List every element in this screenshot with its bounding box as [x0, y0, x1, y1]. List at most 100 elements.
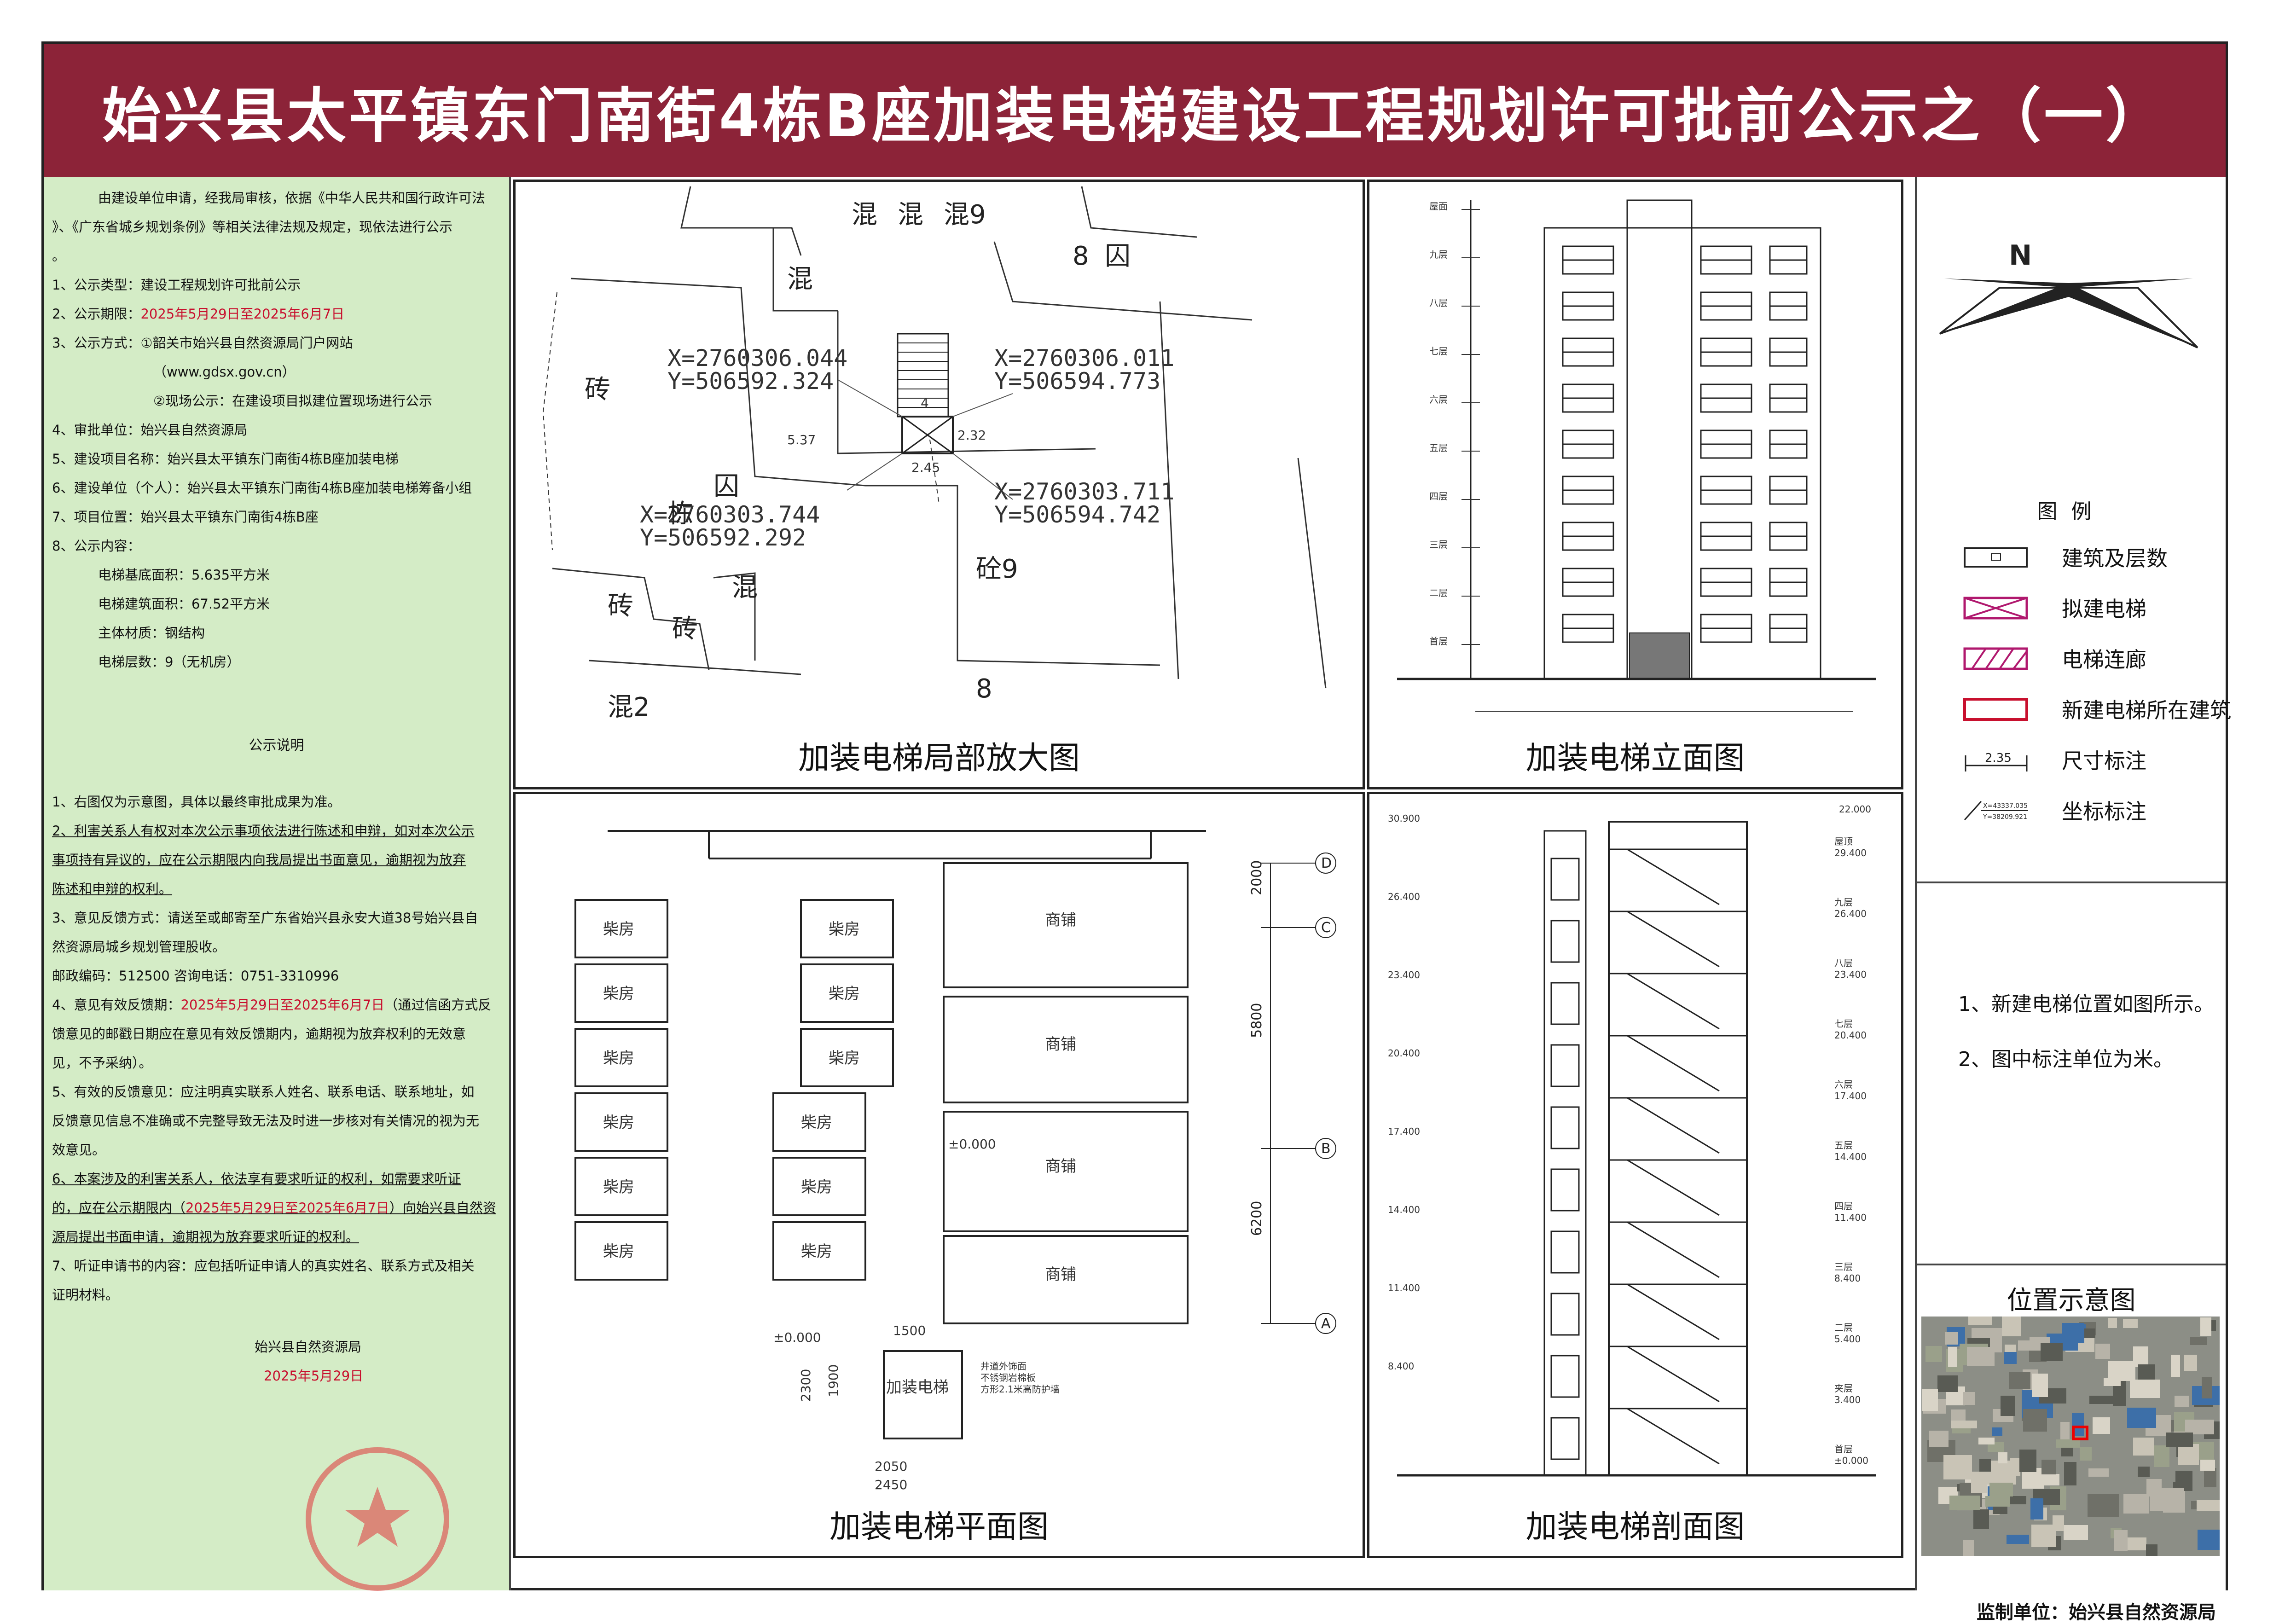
- dim-1900: 1900: [826, 1364, 841, 1397]
- item-3-b: ②现场公示：在建设项目拟建位置现场进行公示: [153, 393, 432, 409]
- note-6a: 6、本案涉及的利害关系人，依法享有要求听证的权利，如需要求听证: [52, 1171, 461, 1187]
- storage-room: [800, 1028, 894, 1087]
- aerial-roof: [1949, 1496, 1980, 1510]
- axis-dimension: 2000: [1249, 860, 1265, 895]
- aerial-roof: [2089, 1396, 2113, 1404]
- aerial-roof: [1985, 1496, 2010, 1507]
- label-hun-9: 混9: [944, 200, 986, 230]
- note-6b-pre: 的，应在公示期限内（: [52, 1200, 186, 1216]
- axis-label: C: [1321, 920, 1331, 936]
- stair-flight: [1627, 1097, 1720, 1154]
- note-3a: 3、意见反馈方式：请送至或邮寄至广东省始兴县永安大道38号始兴县自: [52, 910, 478, 926]
- aerial-roof: [1925, 1346, 1942, 1362]
- coord-4-x: X=2760303.744: [640, 501, 820, 528]
- site-detail-panel: X=2760306.044 Y=506592.324 X=2760306.011…: [513, 180, 1365, 789]
- section-level-value: 14.400: [1834, 1151, 1867, 1162]
- page-title: 始兴县太平镇东门南街4栋B座加装电梯建设工程规划许可批前公示之（一）: [102, 81, 2168, 151]
- item-2: 2、公示期限：2025年5月29日至2025年6月7日: [52, 300, 501, 329]
- storage-room-label: 柴房: [829, 985, 860, 1003]
- right-note-2: 2、图中标注单位为米。: [1958, 1048, 2174, 1071]
- storage-room: [574, 1221, 668, 1281]
- coord-1-y: Y=506592.324: [667, 368, 834, 394]
- axis-dimension: 6200: [1249, 1201, 1265, 1236]
- dim-height: 2.32: [957, 428, 986, 443]
- aerial-roof: [2030, 1498, 2043, 1520]
- aerial-roof: [1988, 1442, 2004, 1452]
- location-marker: [2072, 1426, 2088, 1440]
- intro-line-3: 。: [52, 248, 66, 264]
- section-level-name: 屋顶: [1834, 836, 1853, 847]
- signature-org: 始兴县自然资源局: [255, 1339, 362, 1355]
- legend-dim-sample: 2.35: [1985, 751, 2012, 765]
- legend-dimension: 2.35 尺寸标注: [1963, 743, 2146, 776]
- zero-level-elev: ±0.000: [773, 1330, 821, 1345]
- section-top-level: 22.000: [1839, 804, 1871, 815]
- aerial-roof: [2171, 1355, 2180, 1377]
- aerial-roof: [2031, 1525, 2056, 1547]
- legend-label-dimension: 尺寸标注: [2062, 748, 2146, 773]
- stair-flight: [1627, 1035, 1720, 1092]
- aerial-roof: [2095, 1344, 2110, 1359]
- note-4a: 4、意见有效反馈期：2025年5月29日至2025年6月7日（通过信函方式反: [52, 991, 501, 1020]
- shop-label: 商铺: [1045, 1035, 1076, 1054]
- elevator-car-stop: [1550, 1168, 1580, 1212]
- aerial-roof: [2197, 1500, 2220, 1511]
- note-5c: 效意见。: [52, 1142, 106, 1158]
- outer-frame: [41, 41, 2228, 1590]
- aerial-roof: [2130, 1380, 2160, 1398]
- note-3b: 然资源局城乡规划管理股收。: [52, 939, 226, 955]
- aerial-roof: [2123, 1319, 2138, 1328]
- stair-flight: [1627, 848, 1720, 905]
- note-5a: 5、有效的反馈意见：应注明真实联系人姓名、联系电话、联系地址，如: [52, 1084, 475, 1100]
- aerial-roof: [2002, 1317, 2021, 1336]
- floor-plan-panel: 柴房柴房柴房柴房柴房柴房柴房柴房柴房柴房柴房柴房 商铺商铺商铺商铺 加装电梯 D…: [513, 792, 1365, 1558]
- item-8-b: 电梯建筑面积：67.52平方米: [98, 596, 270, 612]
- aerial-roof: [1971, 1472, 1987, 1493]
- label-hun-2b: 混2: [608, 692, 650, 722]
- item-8-d: 电梯层数：9（无机房）: [98, 654, 240, 670]
- aerial-roof: [2108, 1361, 2135, 1381]
- item-8-a: 电梯基底面积：5.635平方米: [98, 567, 270, 583]
- dim-side: 5.37: [787, 432, 816, 447]
- aerial-roof: [1998, 1452, 2007, 1463]
- storage-room-label: 柴房: [603, 1178, 634, 1196]
- right-note-1: 1、新建电梯位置如图所示。: [1958, 992, 2214, 1016]
- section-left-level: 8.400: [1388, 1361, 1414, 1372]
- item-6: 6、建设单位（个人）：始兴县太平镇东门南街4栋B座加装电梯筹备小组: [52, 480, 472, 496]
- aerial-roof: [2088, 1468, 2109, 1477]
- notes-title: 公示说明: [249, 737, 304, 754]
- aerial-roof: [1943, 1455, 1972, 1479]
- section-level-value: 5.400: [1834, 1334, 1861, 1345]
- note-5b: 反馈意见信息不准确或不完整导致无法及时进一步核对有关情况的视为无: [52, 1113, 480, 1129]
- legend-new-building: 新建电梯所在建筑: [1963, 693, 2231, 725]
- elevator-car-stop: [1550, 1417, 1580, 1460]
- storage-room: [574, 1092, 668, 1152]
- storage-room-label: 柴房: [603, 1049, 634, 1067]
- aerial-roof: [2175, 1471, 2192, 1491]
- elevation-panel: 屋面九层八层七层六层五层四层三层二层首层 加装电梯立面图: [1367, 180, 1903, 789]
- aerial-roof: [1992, 1427, 2002, 1436]
- aerial-roof: [2138, 1467, 2150, 1477]
- footer-issuer: 监制单位：始兴县自然资源局: [1977, 1602, 2216, 1623]
- aerial-roof: [2184, 1355, 2197, 1371]
- section-left-level: 20.400: [1388, 1048, 1420, 1059]
- aerial-roof: [2062, 1323, 2084, 1343]
- legend-label-new-building: 新建电梯所在建筑: [2062, 698, 2231, 723]
- storage-room-label: 柴房: [829, 1049, 860, 1067]
- section-level-name: 二层: [1834, 1322, 1853, 1333]
- aerial-roof: [1978, 1438, 1995, 1444]
- axis-dimension: 5800: [1249, 1003, 1265, 1038]
- legend-label-building: 建筑及层数: [2062, 546, 2168, 571]
- north-arrow-icon: N: [1939, 239, 2198, 348]
- aerial-roof: [2166, 1433, 2193, 1447]
- section-level-name: 五层: [1834, 1140, 1853, 1151]
- coord-3-x: X=2760303.711: [994, 478, 1174, 505]
- aerial-roof: [2202, 1377, 2212, 1398]
- elevator-car-stop: [1550, 920, 1580, 963]
- shop-label: 商铺: [1045, 1265, 1076, 1284]
- elevation-floor-label: 四层: [1429, 491, 1448, 502]
- stair-flight: [1627, 1346, 1720, 1403]
- axis-label: B: [1321, 1141, 1331, 1157]
